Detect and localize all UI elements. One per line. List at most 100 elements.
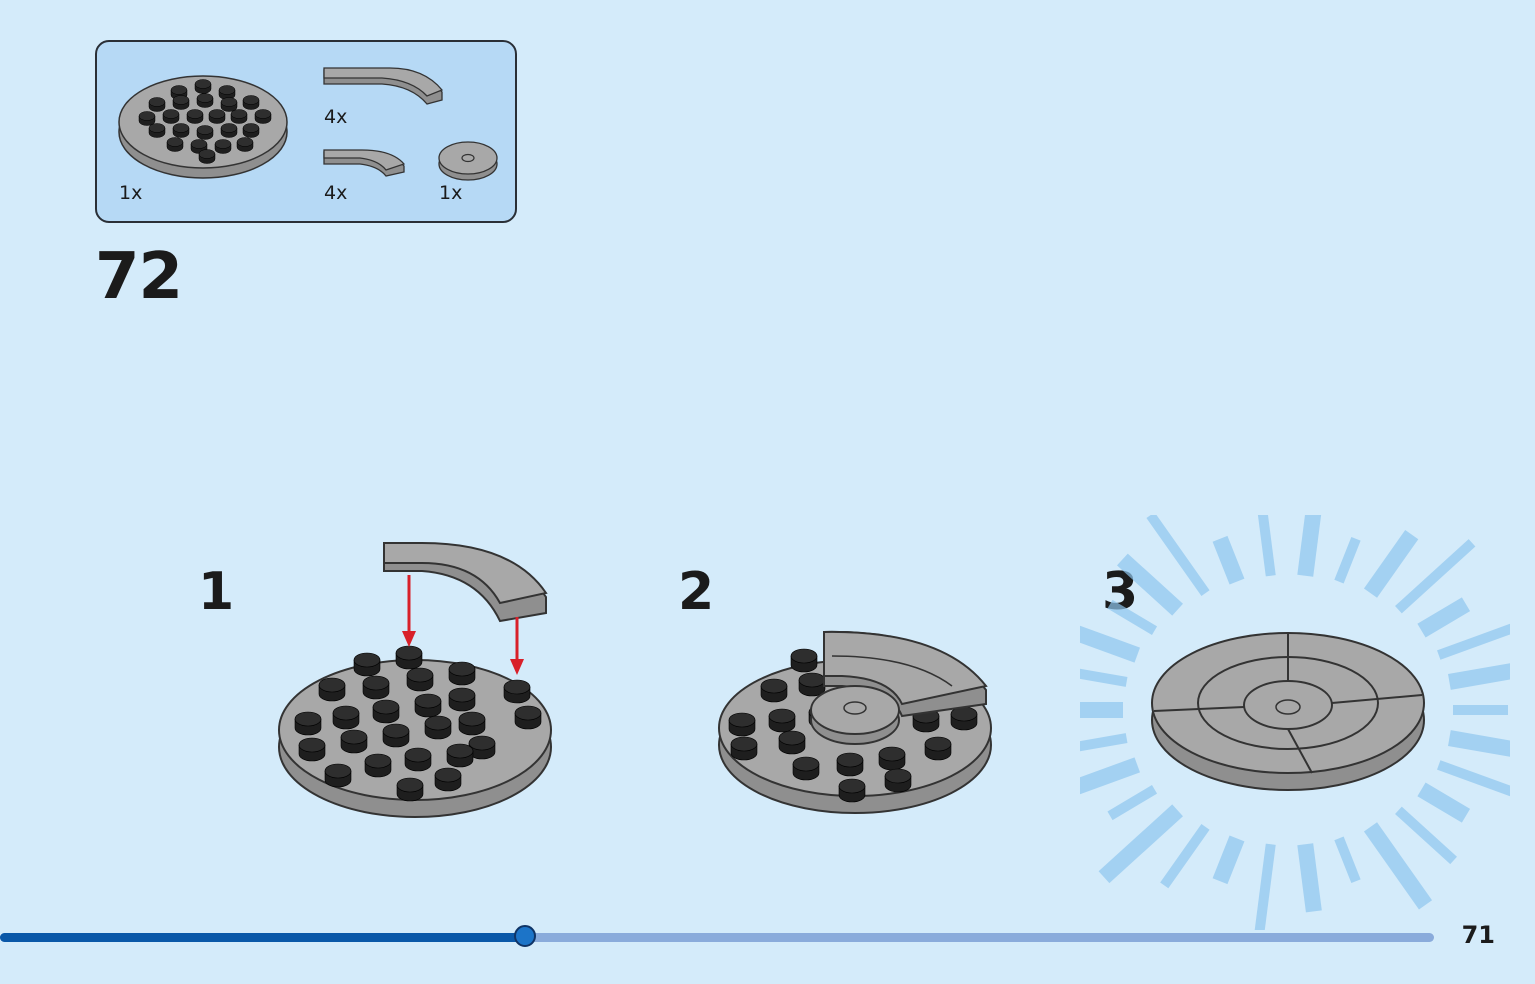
stud-top xyxy=(324,763,352,779)
stud-top xyxy=(196,93,214,103)
round-plate-part-icon xyxy=(118,75,288,179)
glow-ray xyxy=(1297,515,1322,577)
stud-top xyxy=(768,708,796,724)
stud-top xyxy=(382,723,410,739)
glow-ray xyxy=(1395,806,1457,865)
stud-top xyxy=(396,777,424,793)
stud-top xyxy=(236,137,254,147)
glow-ray xyxy=(1107,599,1158,635)
stud-top xyxy=(242,95,260,105)
glow-ray xyxy=(1417,782,1471,823)
part-qty-curved-tile-small: 4x xyxy=(324,182,348,204)
stud-top xyxy=(514,705,542,721)
substep-1-illustration xyxy=(278,542,552,818)
stud-top xyxy=(294,711,322,727)
glow-ray xyxy=(1448,730,1510,757)
part-qty-round-plate: 1x xyxy=(119,182,143,204)
stud-top xyxy=(162,109,180,119)
glow-ray xyxy=(1117,553,1183,616)
stud-top xyxy=(186,109,204,119)
stud-top xyxy=(218,85,236,95)
stud-top xyxy=(254,109,272,119)
stud-top xyxy=(434,767,462,783)
glow-ray xyxy=(1098,804,1183,884)
stud-top xyxy=(220,123,238,133)
stud-top xyxy=(458,711,486,727)
stud-top xyxy=(332,705,360,721)
progress-marker xyxy=(514,925,536,947)
progress-fill xyxy=(0,933,525,942)
stud-top xyxy=(798,672,826,688)
stud-top xyxy=(340,729,368,745)
glow-ray xyxy=(1334,836,1361,884)
substep-3-illustration xyxy=(1080,515,1510,930)
glow-ray xyxy=(1080,625,1141,663)
part-qty-curved-tile-large: 4x xyxy=(324,106,348,128)
glow-ray xyxy=(1212,535,1245,585)
stud-top xyxy=(198,149,216,159)
glow-ray xyxy=(1080,733,1128,752)
stud-top xyxy=(395,645,423,661)
stud-top xyxy=(372,699,400,715)
stud-top xyxy=(924,736,952,752)
stud-top xyxy=(166,137,184,147)
stud-top xyxy=(728,712,756,728)
stud-top xyxy=(353,652,381,668)
part-qty-round-tile: 1x xyxy=(439,182,463,204)
stud-top xyxy=(172,95,190,105)
stud-top xyxy=(448,661,476,677)
stud-top xyxy=(298,737,326,753)
stud-top xyxy=(170,85,188,95)
stud-top xyxy=(138,111,156,121)
glow-ray xyxy=(1437,623,1510,660)
glow-ray xyxy=(1080,757,1141,795)
substep-2-illustration xyxy=(718,630,992,814)
page-number: 71 xyxy=(1461,921,1495,949)
stud-top xyxy=(318,677,346,693)
stud-top xyxy=(424,715,452,731)
stud-top xyxy=(364,753,392,769)
stud-top xyxy=(730,736,758,752)
stud-top xyxy=(242,123,260,133)
stud-top xyxy=(406,667,434,683)
glow-ray xyxy=(1254,843,1276,930)
stud-top xyxy=(878,746,906,762)
stud-top xyxy=(196,125,214,135)
stud-top xyxy=(148,123,166,133)
glow-ray xyxy=(1257,515,1276,577)
stud-top xyxy=(836,752,864,768)
stud-top xyxy=(214,139,232,149)
stud-top xyxy=(838,778,866,794)
glow-ray xyxy=(1395,539,1476,614)
stud-top xyxy=(448,687,476,703)
stud-top xyxy=(760,678,788,694)
stud-top xyxy=(230,109,248,119)
glow-ray xyxy=(1417,597,1471,638)
stud-top xyxy=(190,139,208,149)
glow-ray xyxy=(1107,785,1158,821)
glow-ray xyxy=(1448,663,1510,690)
round-tile-part-icon xyxy=(438,141,498,181)
stud-top xyxy=(778,730,806,746)
glow-ray xyxy=(1334,536,1361,584)
glow-ray xyxy=(1363,822,1433,910)
stud-top xyxy=(468,735,496,751)
glow-ray xyxy=(1212,835,1245,885)
glow-ray xyxy=(1297,843,1322,913)
stud-top xyxy=(790,648,818,664)
glow-ray xyxy=(1363,530,1419,598)
curved-tile-small-part-icon xyxy=(323,149,406,177)
step-number: 72 xyxy=(95,240,183,314)
glow-ray xyxy=(1437,760,1510,797)
glow-ray xyxy=(1160,824,1210,889)
stud-top xyxy=(362,675,390,691)
parts-callout: 1x 4x 4x 1x xyxy=(95,40,517,223)
substep-number-2: 2 xyxy=(678,562,715,622)
stud-top xyxy=(148,97,166,107)
stud-top xyxy=(220,97,238,107)
stud-top xyxy=(446,743,474,759)
stud-top xyxy=(194,79,212,89)
glow-ray xyxy=(1146,515,1210,596)
glow-ray xyxy=(1080,668,1128,687)
curved-tile-large-part-icon xyxy=(323,67,444,105)
